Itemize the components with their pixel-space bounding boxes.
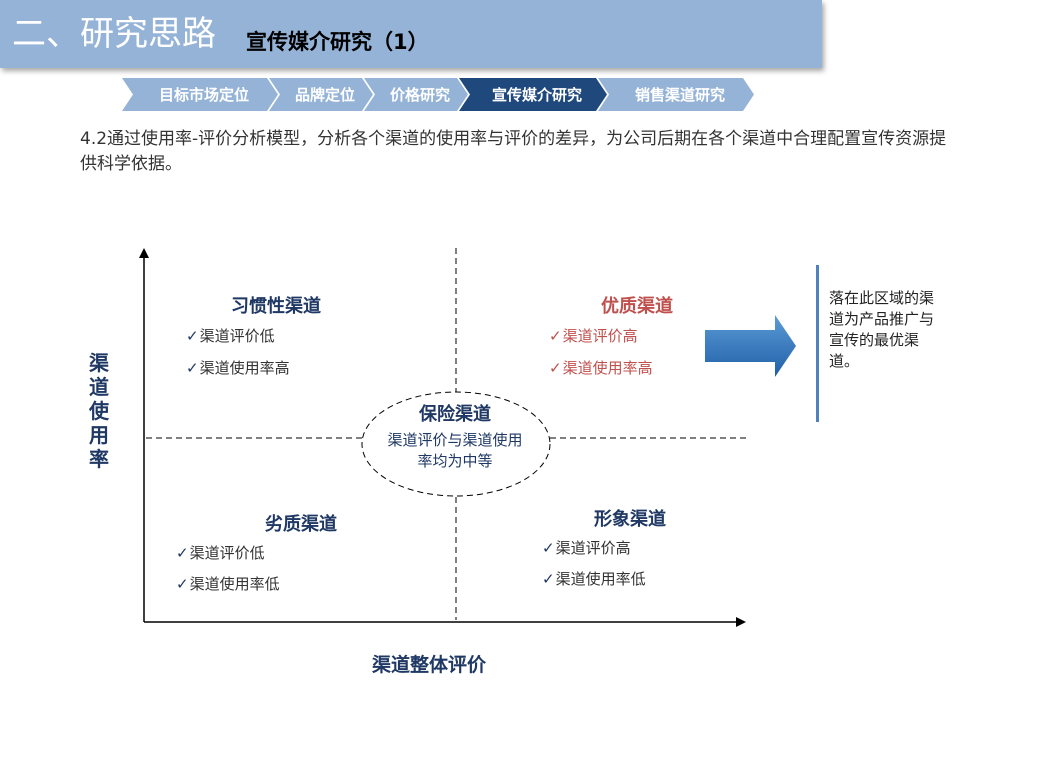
center-title: 保险渠道 [419, 404, 491, 425]
check-icon: ✓ [186, 359, 199, 377]
quadrant-item: ✓渠道使用率低 [176, 575, 280, 593]
quadrant-item: ✓渠道使用率低 [542, 570, 646, 588]
section-title: 二、研究思路 [12, 14, 216, 54]
slide-title: 宣传媒介研究（1） [246, 30, 429, 54]
process-nav: 目标市场定位 品牌定位 价格研究 宣传媒介研究 销售渠道研究 [122, 78, 762, 111]
quadrant-item: ✓渠道使用率高 [186, 359, 290, 377]
quadrant-title-inferior: 劣质渠道 [265, 514, 337, 535]
check-icon: ✓ [186, 327, 199, 345]
check-icon: ✓ [549, 327, 562, 345]
center-description: 渠道评价与渠道使用率均为中等 [387, 431, 523, 470]
x-axis-label: 渠道整体评价 [372, 654, 487, 676]
check-icon: ✓ [176, 544, 189, 562]
quadrant-title-habitual: 习惯性渠道 [231, 296, 321, 317]
quadrant-item: ✓渠道评价低 [186, 327, 275, 345]
description-text: 4.2通过使用率-评价分析模型，分析各个渠道的使用率与评价的差异，为公司后期在各… [80, 129, 947, 174]
quadrant-title-quality: 优质渠道 [601, 296, 673, 317]
quadrant-item: ✓渠道评价高 [542, 539, 631, 557]
y-axis-label: 渠道使用率 [89, 351, 109, 471]
check-icon: ✓ [542, 539, 555, 557]
callout-text: 落在此区域的渠道为产品推广与宣传的最优渠道。 [829, 289, 935, 370]
quadrant-item: ✓渠道评价低 [176, 544, 265, 562]
nav-step-media-research[interactable]: 宣传媒介研究 [459, 78, 607, 111]
check-icon: ✓ [542, 570, 555, 588]
arrow-right-icon [705, 315, 796, 377]
nav-step-brand-positioning[interactable]: 品牌定位 [269, 78, 373, 111]
quadrant-item: ✓渠道使用率高 [549, 359, 653, 377]
nav-step-price-research[interactable]: 价格研究 [364, 78, 468, 111]
nav-step-sales-channel[interactable]: 销售渠道研究 [598, 78, 754, 111]
check-icon: ✓ [549, 359, 562, 377]
quadrant-title-image: 形象渠道 [594, 509, 666, 530]
callout-divider [816, 265, 819, 422]
header-banner [0, 0, 822, 68]
quadrant-item: ✓渠道评价高 [549, 327, 638, 345]
nav-step-target-market[interactable]: 目标市场定位 [122, 78, 278, 111]
center-ellipse [361, 391, 551, 497]
check-icon: ✓ [176, 575, 189, 593]
